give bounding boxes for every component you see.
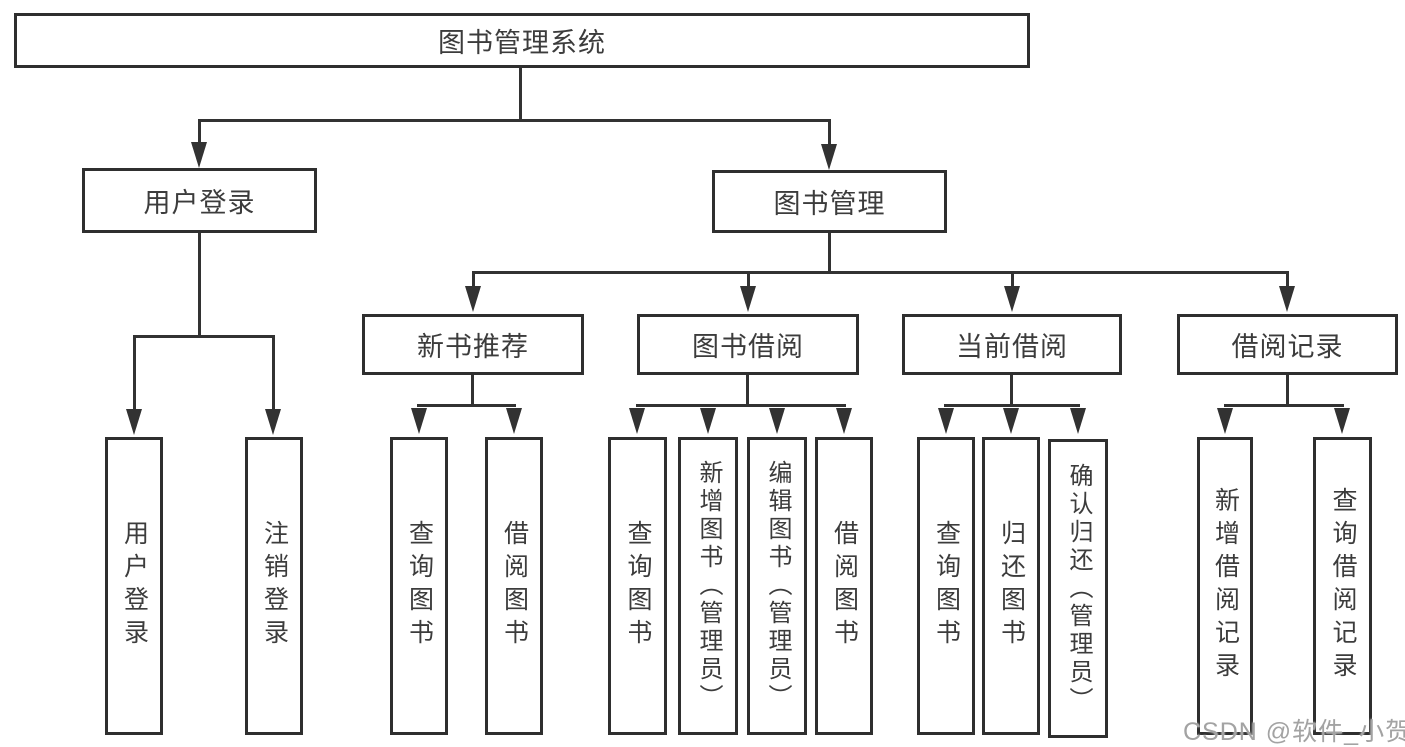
arrow-down-icon	[191, 142, 207, 168]
arrow-down-icon	[411, 408, 427, 434]
arrow-down-icon	[821, 144, 837, 170]
connector-line	[1286, 375, 1289, 407]
leaf-records-add-record: 新增借阅记录	[1197, 437, 1253, 735]
connector-line	[1010, 375, 1013, 407]
arrow-down-icon	[265, 409, 281, 435]
connector-line	[198, 119, 831, 122]
arrow-down-icon	[1004, 286, 1020, 312]
leaf-current-return-books: 归还图书	[982, 437, 1040, 735]
arrow-down-icon	[1334, 408, 1350, 434]
arrow-down-icon	[740, 286, 756, 312]
arrow-down-icon	[465, 286, 481, 312]
connector-line	[1011, 271, 1014, 290]
connector-line	[1286, 271, 1289, 290]
leaf-borrow-borrow-books: 借阅图书	[815, 437, 873, 735]
node-book-management: 图书管理	[712, 170, 947, 233]
csdn-watermark: CSDN @软件_小贺同学	[1183, 718, 1405, 746]
connector-line	[198, 233, 201, 338]
leaf-current-query-books: 查询图书	[917, 437, 975, 735]
node-borrow-records: 借阅记录	[1177, 314, 1398, 375]
connector-line	[944, 404, 1080, 407]
arrow-down-icon	[769, 408, 785, 434]
leaf-user-login: 用户登录	[105, 437, 163, 735]
node-new-book-recommend: 新书推荐	[362, 314, 584, 375]
connector-line	[747, 271, 750, 290]
connector-line	[828, 119, 831, 148]
arrow-down-icon	[1070, 408, 1086, 434]
connector-line	[272, 335, 275, 412]
arrow-down-icon	[1003, 408, 1019, 434]
node-user-login: 用户登录	[82, 168, 317, 233]
connector-line	[1224, 404, 1344, 407]
leaf-current-confirm-return-admin: 确认归还（管理员）	[1048, 439, 1108, 738]
connector-line	[198, 119, 201, 148]
leaf-records-query-record: 查询借阅记录	[1313, 437, 1372, 735]
arrow-down-icon	[938, 408, 954, 434]
leaf-borrow-add-books-admin: 新增图书（管理员）	[678, 437, 738, 735]
connector-line	[472, 271, 1289, 274]
connector-line	[133, 335, 275, 338]
leaf-borrow-query-books: 查询图书	[608, 437, 667, 735]
connector-line	[472, 271, 475, 290]
leaf-newbooks-borrow-books: 借阅图书	[485, 437, 543, 735]
arrow-down-icon	[506, 408, 522, 434]
connector-line	[471, 375, 474, 407]
arrow-down-icon	[700, 408, 716, 434]
arrow-down-icon	[629, 408, 645, 434]
arrow-down-icon	[836, 408, 852, 434]
connector-line	[746, 375, 749, 407]
arrow-down-icon	[1279, 286, 1295, 312]
arrow-down-icon	[126, 409, 142, 435]
node-current-borrow: 当前借阅	[902, 314, 1122, 375]
node-book-borrow: 图书借阅	[637, 314, 859, 375]
connector-line	[133, 335, 136, 412]
node-root: 图书管理系统	[14, 13, 1030, 68]
leaf-logout: 注销登录	[245, 437, 303, 735]
connector-line	[417, 404, 516, 407]
arrow-down-icon	[1217, 408, 1233, 434]
leaf-newbooks-query-books: 查询图书	[390, 437, 448, 735]
connector-line	[636, 404, 846, 407]
connector-line	[828, 233, 831, 274]
connector-line	[519, 68, 522, 121]
leaf-borrow-edit-books-admin: 编辑图书（管理员）	[747, 437, 807, 735]
